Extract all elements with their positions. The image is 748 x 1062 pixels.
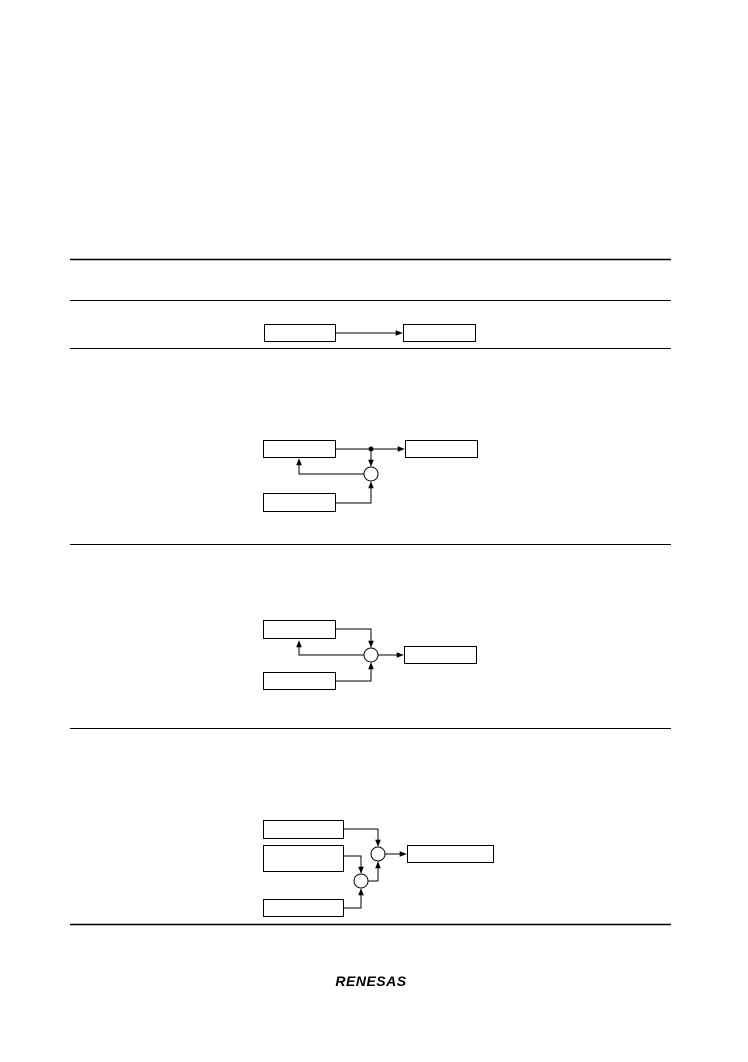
source-box bbox=[263, 620, 336, 639]
operand-arrow bbox=[336, 481, 374, 504]
lower-to-upper-arrow bbox=[368, 861, 381, 882]
diagram-three-input-add bbox=[263, 820, 494, 917]
top-arrow bbox=[344, 828, 381, 847]
middle-arrow bbox=[344, 855, 364, 874]
source-box bbox=[263, 440, 336, 458]
adder-node bbox=[363, 647, 379, 663]
destination-box bbox=[403, 324, 476, 342]
diagram-single-transfer bbox=[264, 324, 476, 342]
renesas-logo: RENESAS bbox=[335, 973, 407, 989]
operand-arrow bbox=[336, 662, 374, 682]
bottom-arrow bbox=[344, 888, 364, 909]
feedback-arrow bbox=[296, 640, 364, 656]
destination-box bbox=[407, 845, 494, 863]
operand-box bbox=[263, 493, 336, 512]
source-box-bottom bbox=[263, 899, 344, 917]
destination-box bbox=[404, 646, 477, 664]
source-box bbox=[264, 324, 336, 342]
source-arrow bbox=[336, 628, 374, 648]
diagram-feedback-add bbox=[263, 440, 478, 512]
feedback-arrow bbox=[296, 458, 364, 475]
destination-box bbox=[405, 440, 478, 458]
adder-node-upper bbox=[370, 846, 386, 862]
operand-box bbox=[263, 672, 336, 690]
source-box-top bbox=[263, 820, 344, 839]
diagram-two-input-add bbox=[263, 620, 477, 690]
adder-node-lower bbox=[353, 873, 369, 889]
adder-node bbox=[363, 466, 379, 482]
source-box-middle bbox=[263, 845, 344, 872]
